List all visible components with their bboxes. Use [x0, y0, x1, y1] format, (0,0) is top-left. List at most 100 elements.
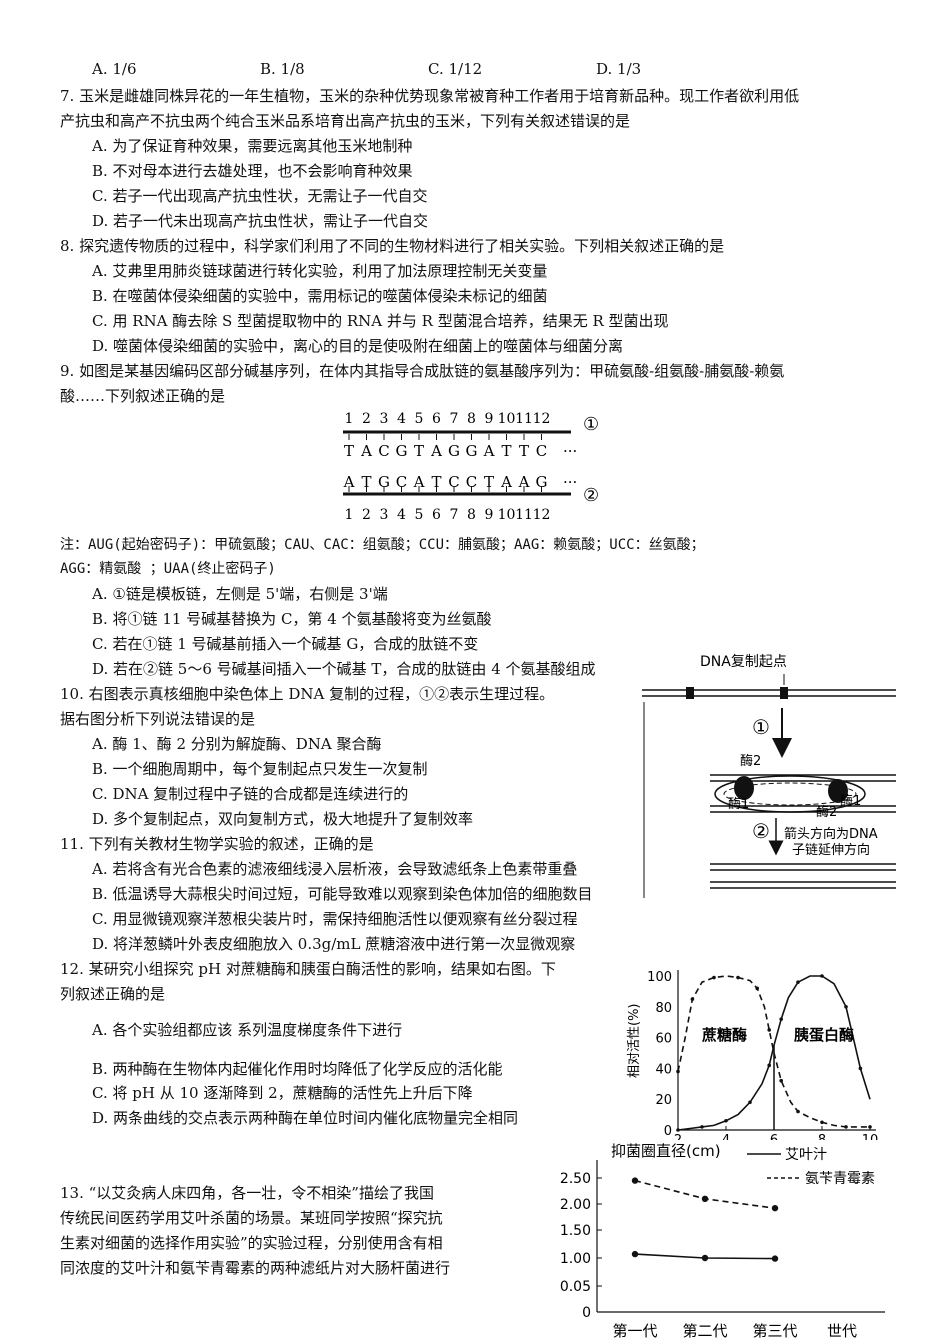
zone-x-category-label: 第二代	[682, 1322, 727, 1340]
legend-ampicillin-label: 氨苄青霉素	[805, 1171, 875, 1187]
activity-y-tick-label: 60	[655, 1032, 672, 1047]
trypsin-label-1: 胰蛋白酶	[794, 1026, 854, 1044]
q7-option-c: C. 若子一代出现高产抗虫性状，无需让子一代自交	[92, 187, 428, 205]
zone-y-tick-label: 0	[582, 1305, 591, 1321]
activity-data-point	[844, 1005, 848, 1009]
activity-data-point	[724, 1118, 728, 1123]
zone-y-axis-label: 抑菌圈直径(cm)	[611, 1142, 721, 1160]
activity-data-point	[755, 986, 759, 991]
activity-y-axis-label: 相对活性(%)	[627, 1004, 642, 1079]
activity-data-point	[767, 1028, 771, 1032]
q8-option-b: B. 在噬菌体侵染细菌的实验中，需用标记的噬菌体侵染未标记的细菌	[92, 287, 548, 305]
strand2-base: C	[396, 473, 407, 491]
q9-stem-line2: 酸……下列叙述正确的是	[60, 387, 226, 405]
strand2-base: G	[378, 473, 390, 491]
activity-data-point	[736, 975, 740, 980]
activity-data-point	[676, 1069, 680, 1074]
q10-stem-line1: 10. 右图表示真核细胞中染色体上 DNA 复制的过程，①②表示生理过程。	[60, 685, 555, 703]
strand2-base: A	[500, 473, 512, 491]
q9-option-c: C. 若在①链 1 号碱基前插入一个碱基 G，合成的肽链不变	[92, 635, 479, 653]
sequence-number: 9	[485, 411, 494, 427]
q6-option-a: A. 1/6	[92, 60, 137, 78]
enzyme2-label-top: 酶2	[740, 753, 761, 769]
enzyme1-label-right: 酶1	[840, 793, 861, 809]
sequence-number: 10	[498, 507, 516, 523]
q7-stem-line1: 7. 玉米是雌雄同株异花的一年生植物，玉米的杂种优势现象常被育种工作者用于培育新…	[60, 87, 800, 105]
strand2-base: T	[484, 473, 494, 491]
strand2-base: G	[536, 473, 548, 491]
q9-option-a: A. ①链是模板链，左侧是 5'端，右侧是 3'端	[92, 585, 388, 603]
q13-line2: 传统民间医药学用艾叶杀菌的场景。某班同学按照“探究抗	[60, 1209, 443, 1227]
step1-label: ①	[752, 715, 770, 739]
sequence-number: 8	[467, 507, 476, 523]
activity-data-point	[712, 975, 716, 980]
activity-data-point	[779, 1078, 783, 1083]
strand2-base: C	[466, 473, 477, 491]
strand1-base: A	[430, 442, 442, 460]
sequence-number: 7	[450, 507, 459, 523]
zone-y-tick-label: 2.00	[560, 1197, 591, 1213]
sequence-number: 3	[380, 507, 389, 523]
sequence-number: 4	[397, 507, 406, 523]
sequence-number: 10	[498, 411, 516, 427]
q10-option-d: D. 多个复制起点，双向复制方式，极大地提升了复制效率	[92, 810, 474, 828]
strand1-label: ①	[583, 414, 599, 435]
inhibition-zone-chart: 抑菌圈直径(cm) 00.051.001.502.002.50第一代第二代第三代…	[560, 1142, 885, 1340]
activity-x-tick-label: 8	[818, 1133, 826, 1140]
activity-data-point	[868, 1125, 872, 1129]
q9-option-d: D. 若在②链 5～6 号碱基间插入一个碱基 T，合成的肽链由 4 个氨基酸组成	[92, 660, 596, 678]
q13-line4: 同浓度的艾叶汁和氨苄青霉素的两种滤纸片对大肠杆菌进行	[60, 1259, 451, 1277]
arrow-note-line2: 子链延伸方向	[792, 842, 870, 858]
sequence-number: 5	[415, 411, 424, 427]
enzyme2-label-bottom: 酶2	[816, 804, 837, 820]
strand1-base: G	[466, 442, 478, 460]
q11-option-d: D. 将洋葱鳞叶外表皮细胞放入 0.3g/mL 蔗糖溶液中进行第一次显微观察	[92, 935, 576, 953]
activity-data-point	[844, 1125, 848, 1129]
dna-replication-figure: DNA复制起点 ① 酶2 酶1 酶2 酶1 ② 箭头方向为DNA 子链延伸方向	[642, 653, 896, 898]
activity-x-tick-label: 10	[862, 1133, 879, 1140]
strand1-base: G	[396, 442, 408, 460]
zone-data-point	[631, 1250, 639, 1258]
strand1-base: T	[414, 442, 424, 460]
activity-data-point	[690, 997, 695, 1001]
zone-x-axis-label: 世代	[827, 1322, 857, 1340]
q8-option-d: D. 噬菌体侵染细菌的实验中，离心的目的是使吸附在细菌上的噬菌体与细菌分离	[92, 337, 624, 355]
strand1-base: A	[360, 442, 372, 460]
activity-data-point	[700, 1125, 704, 1129]
q12-option-b: B. 两种酶在生物体内起催化作用时均降低了化学反应的活化能	[92, 1060, 503, 1078]
zone-y-tick-label: 0.05	[560, 1279, 591, 1295]
sucrase-label: 蔗糖酶	[701, 1026, 747, 1044]
activity-y-tick-label: 100	[647, 970, 672, 985]
zone-y-tick-label: 1.00	[560, 1251, 591, 1267]
zone-x-category-label: 第三代	[752, 1322, 797, 1340]
sequence-number: 5	[415, 507, 424, 523]
strand2-base: T	[431, 473, 441, 491]
zone-x-category-label: 第一代	[612, 1322, 657, 1340]
legend-mugwort-label: 艾叶汁	[785, 1147, 827, 1163]
strand2-base: A	[343, 473, 355, 491]
q9-option-b: B. 将①链 11 号碱基替换为 C，第 4 个氨基酸将变为丝氨酸	[92, 610, 492, 628]
q11-option-c: C. 用显微镜观察洋葱根尖装片时，需保持细胞活性以便观察有丝分裂过程	[92, 910, 578, 928]
sequence-number: 9	[485, 507, 494, 523]
q7-option-a: A. 为了保证育种效果，需要远离其他玉米地制种	[92, 137, 413, 155]
q7-option-d: D. 若子一代未出现高产抗虫性状，需让子一代自交	[92, 212, 429, 230]
sequence-number: 12	[533, 507, 551, 523]
q10-option-c: C. DNA 复制过程中子链的合成都是连续进行的	[92, 785, 409, 803]
q10-stem-line2: 据右图分析下列说法错误的是	[60, 710, 256, 728]
activity-data-point	[820, 974, 824, 978]
q8-stem: 8. 探究遗传物质的过程中，科学家们利用了不同的生物材料进行了相关实验。下列相关…	[60, 237, 725, 255]
sequence-number: 2	[362, 507, 371, 523]
sequence-number: 3	[380, 411, 389, 427]
strand2-base: A	[413, 473, 425, 491]
q12-stem-line1: 12. 某研究小组探究 pH 对蔗糖酶和胰蛋白酶活性的影响，结果如右图。下	[60, 960, 556, 978]
activity-y-tick-label: 20	[655, 1093, 672, 1108]
activity-y-tick-label: 80	[655, 1001, 672, 1016]
activity-data-point	[858, 1066, 863, 1071]
sequence-number: 11	[515, 507, 533, 523]
strand2-base: A	[518, 473, 530, 491]
q9-stem-line1: 9. 如图是某基因编码区部分碱基序列，在体内其指导合成肽链的氨基酸序列为：甲硫氨…	[60, 362, 785, 380]
strand1-base: C	[378, 442, 389, 460]
strand2-label: ②	[583, 485, 599, 506]
zone-data-point	[631, 1177, 639, 1184]
sequence-number: 7	[450, 411, 459, 427]
